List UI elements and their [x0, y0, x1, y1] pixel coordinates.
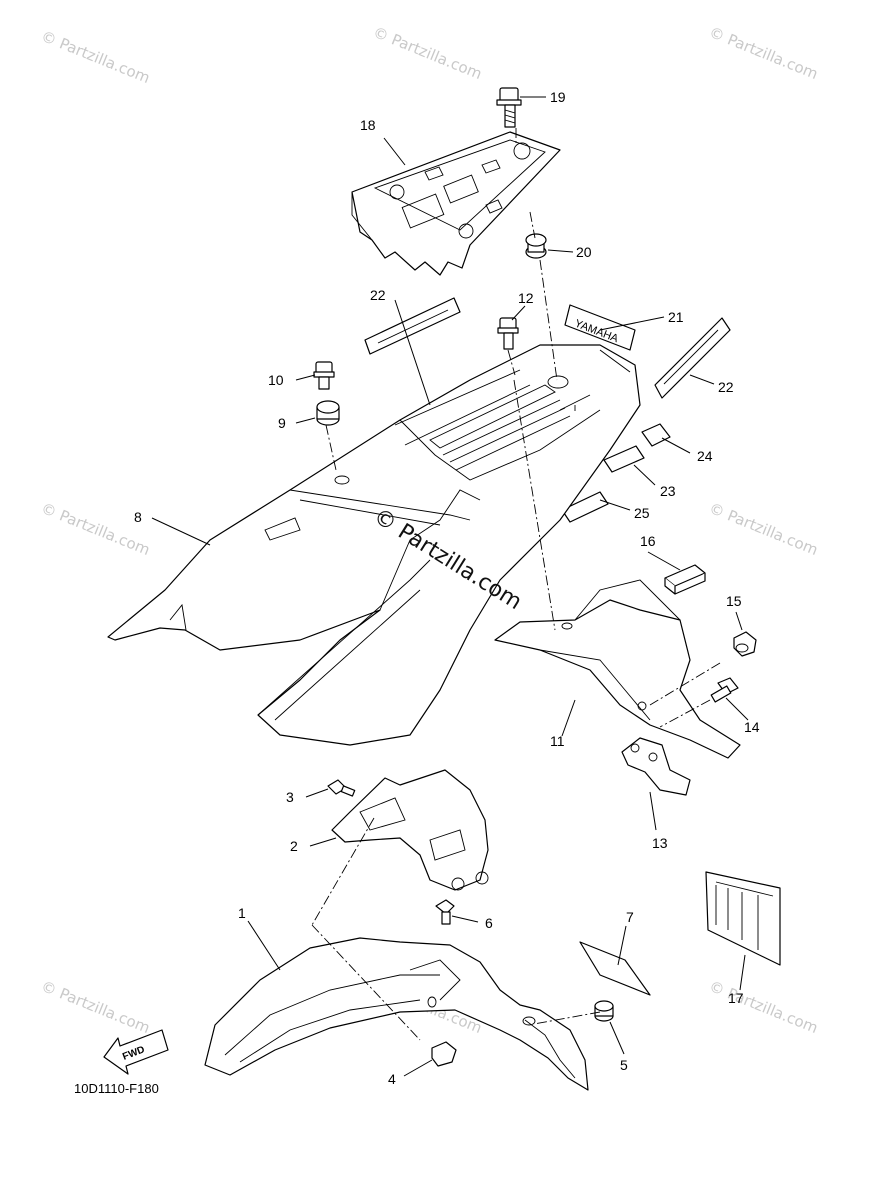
- callout-7[interactable]: 7: [626, 909, 634, 925]
- watermark-top-mid: © Partzilla.com: [371, 23, 485, 83]
- nut-part-4[interactable]: [431, 1041, 457, 1067]
- callout-17[interactable]: 17: [728, 990, 744, 1006]
- callout-14[interactable]: 14: [744, 719, 760, 735]
- rear-side-cover-part-8[interactable]: [107, 344, 641, 746]
- assembly-centerlines: [311, 128, 721, 1041]
- callout-6[interactable]: 6: [485, 915, 493, 931]
- callout-20[interactable]: 20: [576, 244, 592, 260]
- callout-15[interactable]: 15: [726, 593, 742, 609]
- diagram-code: 10D1110-F180: [74, 1081, 159, 1096]
- mud-flap-part-17[interactable]: [705, 871, 781, 966]
- callout-10[interactable]: 10: [268, 372, 284, 388]
- watermark-bottom-right: © Partzilla.com: [707, 977, 821, 1037]
- grommet-part-20[interactable]: [525, 233, 547, 259]
- front-fender-bracket-part-2[interactable]: [331, 769, 489, 891]
- callout-24[interactable]: 24: [697, 448, 713, 464]
- forward-arrow-icon: FWD: [103, 1029, 169, 1075]
- nut-part-15[interactable]: [733, 631, 757, 657]
- callout-8[interactable]: 8: [134, 509, 142, 525]
- license-bracket-part-13[interactable]: [621, 737, 691, 796]
- watermark-top-left: © Partzilla.com: [39, 27, 153, 87]
- callout-16[interactable]: 16: [640, 533, 656, 549]
- bolt-part-6[interactable]: [435, 899, 455, 925]
- callout-13[interactable]: 13: [652, 835, 668, 851]
- callout-12[interactable]: 12: [518, 290, 534, 306]
- strip-part-24[interactable]: [641, 423, 671, 447]
- rear-fender-part-11[interactable]: [494, 579, 741, 759]
- callout-1[interactable]: 1: [238, 905, 246, 921]
- callout-22-right[interactable]: 22: [718, 379, 734, 395]
- watermark-top-right: © Partzilla.com: [707, 23, 821, 83]
- callout-19[interactable]: 19: [550, 89, 566, 105]
- callout-labels: 19 18 20 22 12 21 22 10 9 24 23 25 8 16 …: [134, 89, 760, 1087]
- bolt-part-19[interactable]: [496, 87, 522, 128]
- callout-22-left[interactable]: 22: [370, 287, 386, 303]
- callout-5[interactable]: 5: [620, 1057, 628, 1073]
- side-decal-left-part-22[interactable]: [364, 297, 461, 355]
- bolt-part-14[interactable]: [710, 677, 739, 703]
- callout-21[interactable]: 21: [668, 309, 684, 325]
- callout-leaders: [151, 96, 749, 1077]
- carrier-rack-part-18[interactable]: [351, 131, 561, 276]
- watermark-bottom-left: © Partzilla.com: [39, 977, 153, 1037]
- strip-part-23[interactable]: [603, 445, 645, 473]
- bolt-part-3[interactable]: [327, 779, 356, 797]
- bolt-part-12[interactable]: [497, 317, 519, 350]
- grommet-part-9[interactable]: [316, 400, 340, 426]
- front-fender-part-1[interactable]: [204, 937, 589, 1091]
- callout-23[interactable]: 23: [660, 483, 676, 499]
- callout-3[interactable]: 3: [286, 789, 294, 805]
- caution-label-part-7[interactable]: [579, 941, 651, 996]
- callout-4[interactable]: 4: [388, 1071, 396, 1087]
- yamaha-decal-part-21[interactable]: YAMAHA: [564, 304, 636, 351]
- callout-9[interactable]: 9: [278, 415, 286, 431]
- callout-25[interactable]: 25: [634, 505, 650, 521]
- grommet-part-5[interactable]: [594, 1000, 614, 1022]
- side-decal-right-part-22[interactable]: [654, 317, 731, 399]
- callout-2[interactable]: 2: [290, 838, 298, 854]
- reflector-part-16[interactable]: [664, 564, 706, 595]
- watermark-mid-right: © Partzilla.com: [707, 499, 821, 559]
- bolt-part-10[interactable]: [313, 361, 335, 390]
- callout-18[interactable]: 18: [360, 117, 376, 133]
- callout-11[interactable]: 11: [550, 733, 565, 749]
- strip-part-25[interactable]: [561, 491, 609, 523]
